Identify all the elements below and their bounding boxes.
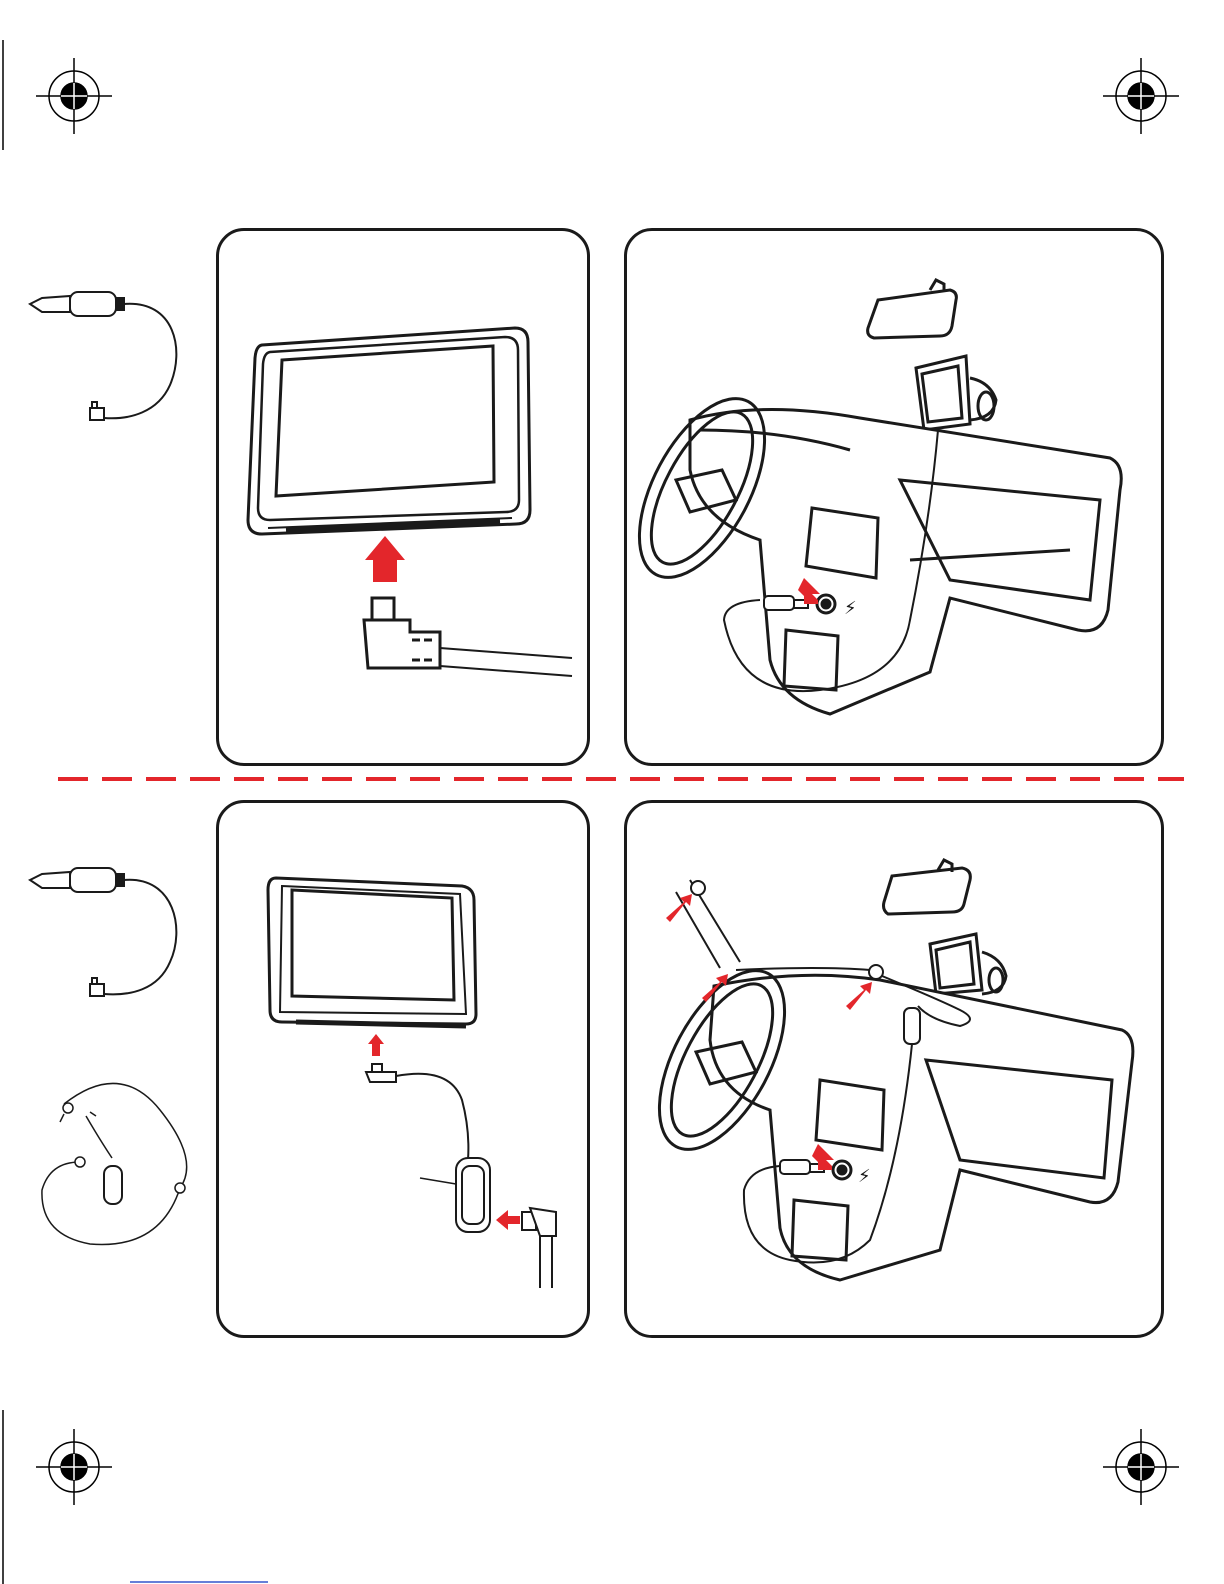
navigation-device-top <box>248 328 530 534</box>
up-arrow-icon <box>365 536 405 582</box>
navigation-device-bottom <box>268 878 476 1026</box>
cable-connector <box>364 598 572 676</box>
antenna-cable-icon <box>42 1083 187 1244</box>
left-arrow-icon <box>496 1210 520 1230</box>
antenna-connector <box>366 1064 490 1232</box>
up-arrow-small-icon <box>368 1034 384 1056</box>
car-charger-cable-icon <box>30 292 176 420</box>
charger-plug-connector <box>522 1208 556 1288</box>
power-symbol-icon: ⚡ <box>858 1166 871 1187</box>
dashboard-scene-top <box>614 280 1122 714</box>
dashboard-scene-bottom <box>634 860 1133 1280</box>
power-symbol-icon: ⚡ <box>844 598 857 619</box>
car-charger-cable-icon <box>30 868 176 996</box>
